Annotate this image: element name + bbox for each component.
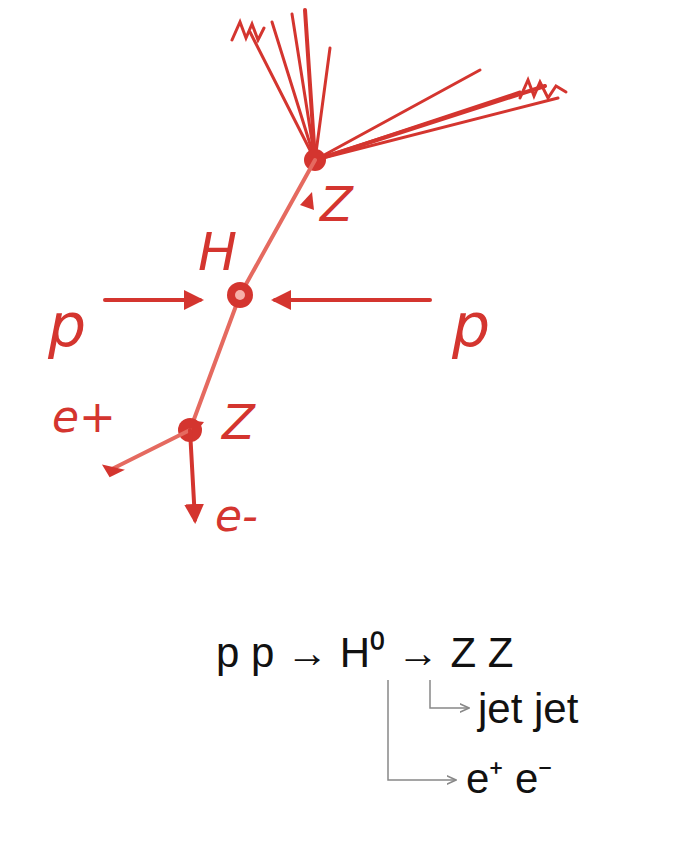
electron-tracks [104, 430, 195, 520]
particle-label: H [198, 226, 237, 278]
particle-label: p [48, 296, 86, 356]
higgs-dot-core [235, 290, 245, 300]
higgs-dot [227, 282, 253, 308]
z-arrow [300, 192, 314, 210]
decay-brackets [388, 680, 468, 780]
particle-label: e- [215, 494, 258, 538]
particle-label: Z [320, 180, 353, 228]
particle-label: p [452, 296, 490, 356]
decay-product: e⁺ e⁻ [466, 758, 552, 800]
decay-product: jet jet [478, 688, 578, 730]
particle-label: e+ [52, 395, 116, 439]
reaction-equation: p p → H⁰ → Z Z [216, 632, 513, 674]
jet-fan [232, 10, 566, 160]
particle-label: Z [222, 398, 255, 446]
particle-tracks [190, 160, 315, 430]
proton-arrows [105, 298, 430, 302]
